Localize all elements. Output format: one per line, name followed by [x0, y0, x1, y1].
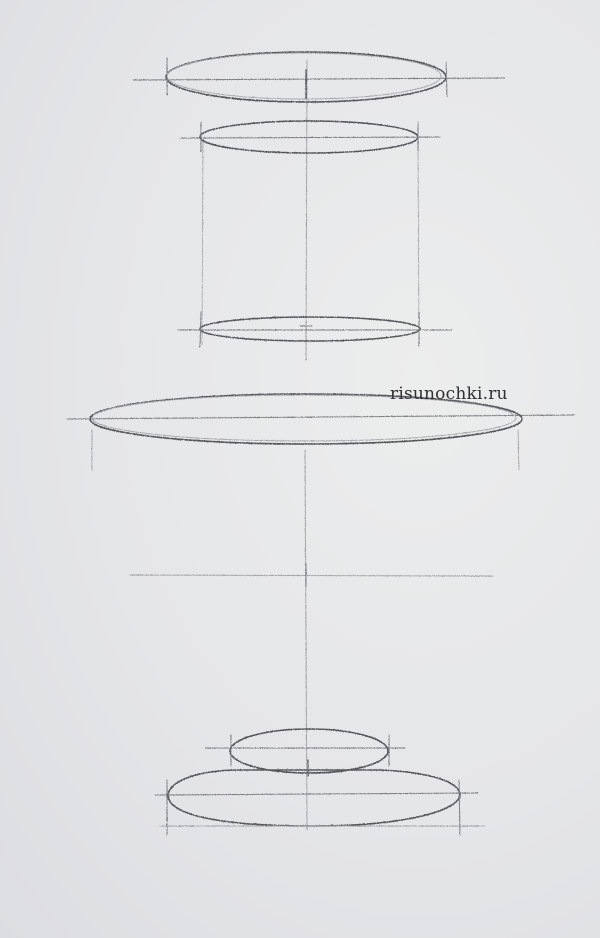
ellipse-6-right-tick: [458, 779, 461, 836]
ellipse-4-horizontal-axis: [66, 414, 576, 420]
ellipse-6: [167, 769, 461, 827]
ellipse-4-trace: [91, 394, 517, 442]
right-guide-upper: [417, 139, 420, 346]
central-axis-lower: [304, 449, 308, 831]
left-guide-upper: [201, 139, 204, 346]
ellipse-3: [199, 316, 421, 342]
ellipse-1-right-tick: [445, 61, 448, 97]
ellipse-2-horizontal-axis: [179, 136, 441, 139]
watermark-text: risunochki.ru: [390, 384, 508, 404]
ellipse-3-left-tick: [199, 311, 202, 348]
ellipse-1-trace: [166, 52, 442, 100]
ellipse-5: [229, 728, 389, 774]
central-axis-upper: [305, 59, 308, 361]
ellipse-1-horizontal-axis: [132, 77, 506, 81]
ellipse-4-right-guide: [517, 429, 520, 471]
ellipse-4: [89, 393, 523, 445]
middle-horizontal-guide: [129, 574, 494, 577]
ellipse-6-horizontal-axis: [154, 792, 479, 796]
